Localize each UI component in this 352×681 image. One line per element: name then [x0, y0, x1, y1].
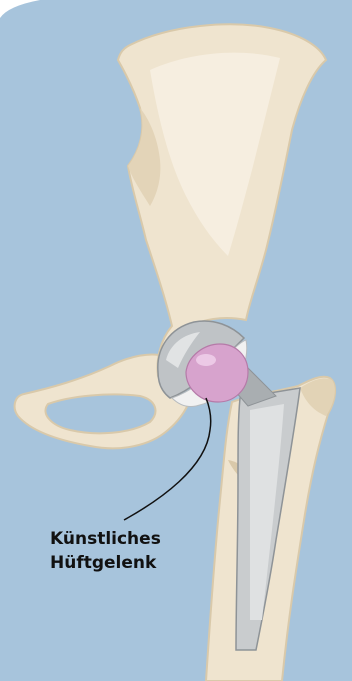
callout-label: Künstliches Hüftgelenk — [50, 527, 210, 575]
